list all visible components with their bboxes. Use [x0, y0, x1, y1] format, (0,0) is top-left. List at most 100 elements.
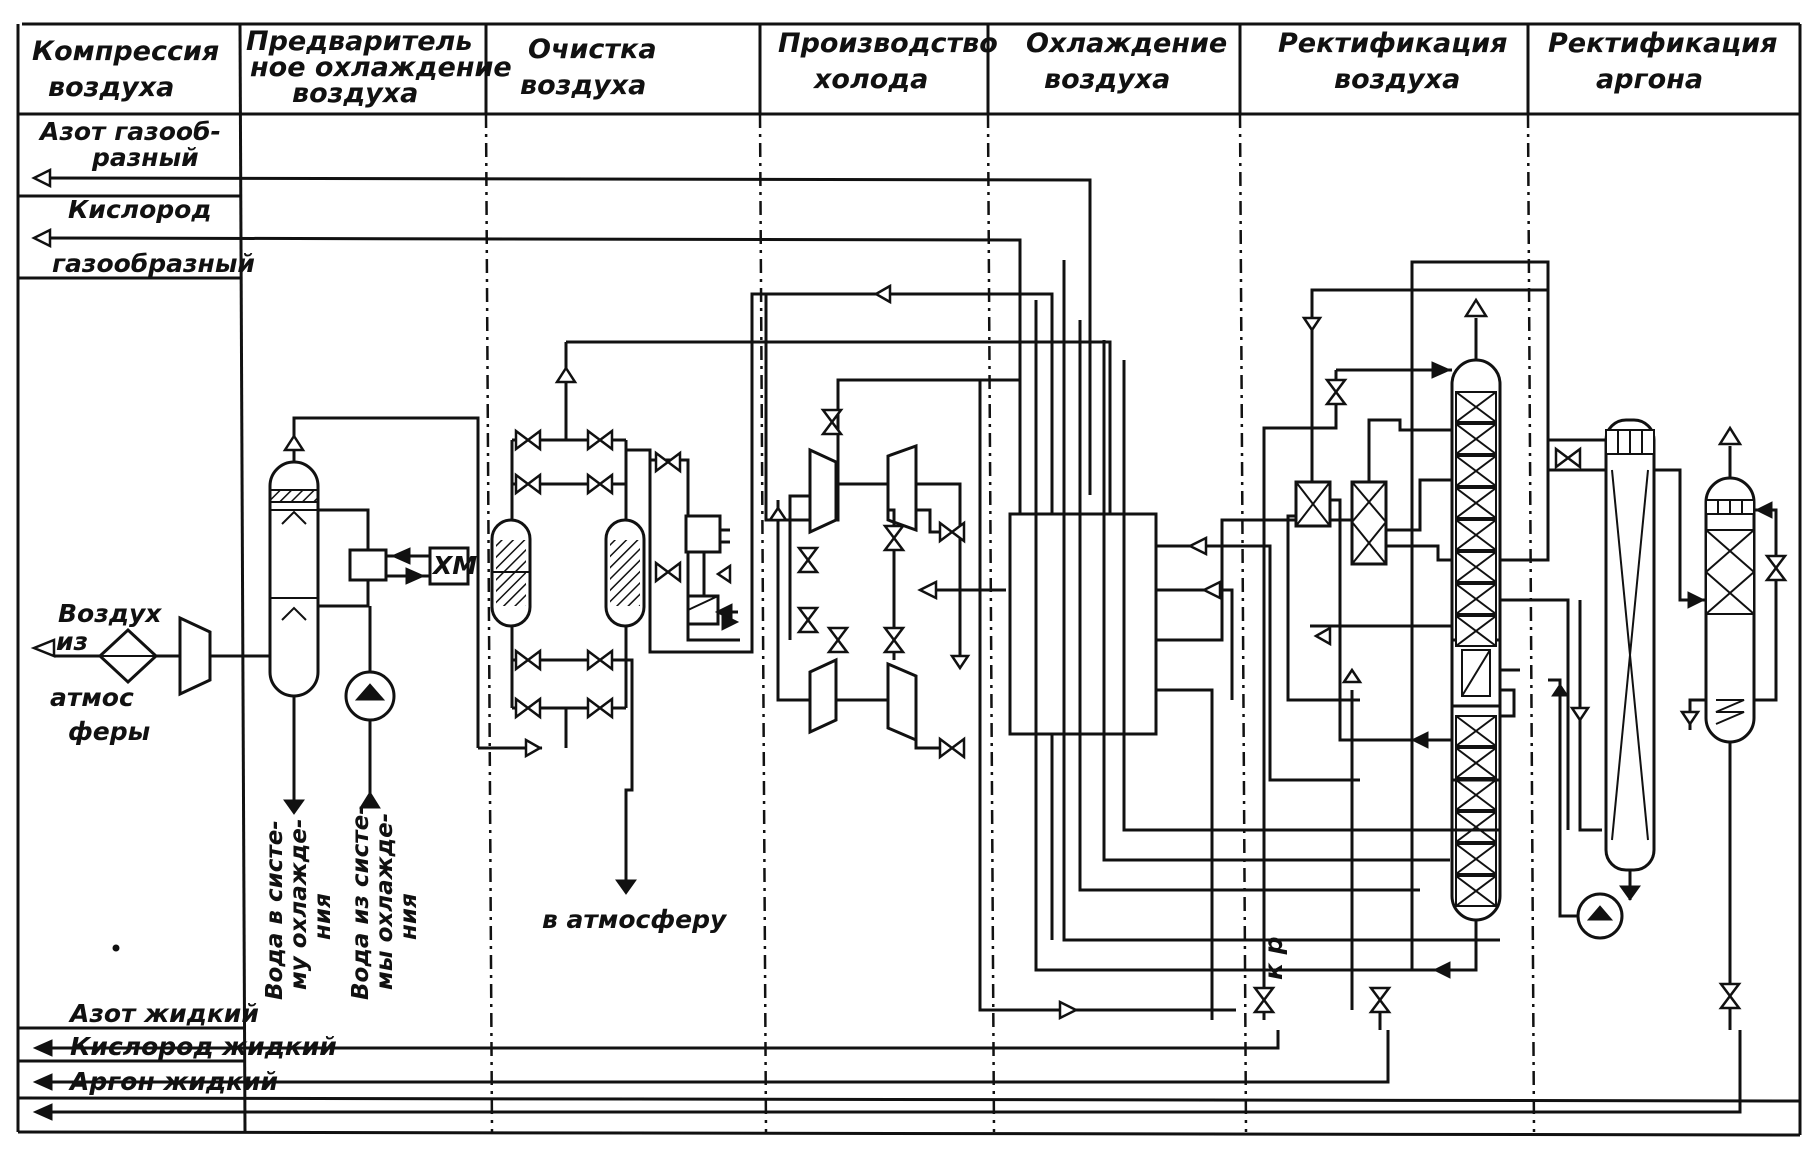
- label-water-to-cooling-line-1: Вода в систе-: [262, 820, 288, 1000]
- valve-horizontal-8: [654, 450, 682, 474]
- valve-vertical-6: [1324, 378, 1348, 406]
- water-cooler: [348, 548, 388, 582]
- adsorber-2: [604, 518, 646, 628]
- subcooler-1: [1294, 480, 1332, 528]
- label-marker: к р: [1259, 936, 1288, 980]
- header-compression: Компрессия воздуха: [32, 36, 229, 103]
- compression-equipment: Воздух из атмос феры: [30, 599, 270, 746]
- label-water-to-cooling: Вода в систе- му охлажде- ния: [262, 811, 336, 1000]
- turbo-expander-2: [886, 443, 918, 533]
- label-oxygen-gas-line-2: газообразный: [52, 249, 255, 278]
- purification-heater: [684, 514, 722, 626]
- packing-cell: [1455, 583, 1497, 615]
- header-air-rectification-line-2: воздуха: [1334, 64, 1460, 95]
- valve-vertical-8: [1368, 986, 1392, 1014]
- header-argon-rectification-line-1: Ректификация: [1548, 28, 1778, 59]
- air-inlet-arrow: [30, 638, 56, 658]
- product-lines: [31, 167, 1742, 1121]
- valve-vertical-1: [796, 546, 820, 574]
- valve-horizontal-2: [514, 472, 542, 496]
- header-purification-line-2: воздуха: [520, 70, 646, 101]
- label-air-inlet-3: атмос: [50, 683, 134, 712]
- packing-cell: [1455, 875, 1497, 907]
- air-filter: [97, 627, 159, 685]
- header-precooling: Предваритель ное охлаждение воздуха: [246, 26, 521, 109]
- crude-argon-column: [1604, 418, 1656, 872]
- header-precooling-line-1: Предваритель: [246, 26, 472, 57]
- valve-horizontal-1: [586, 428, 614, 452]
- turbo-expander-3: [808, 657, 838, 735]
- header-purification: Очистка воздуха: [520, 34, 666, 101]
- label-nitrogen-gas: Азот газооб- разный: [38, 117, 230, 172]
- packing-cell: [1455, 519, 1497, 551]
- label-air-inlet-1: Воздух: [58, 599, 162, 628]
- valve-horizontal-7: [586, 696, 614, 720]
- label-water-to-cooling-line-2: му охлажде-: [286, 819, 312, 990]
- valve-horizontal-9: [654, 560, 682, 584]
- valves: [514, 378, 1788, 1014]
- packing-cell: [1455, 747, 1497, 779]
- diagram-frame: [16, 22, 1802, 1137]
- label-oxygen-gas-line-1: Кислород: [68, 195, 212, 224]
- section-dividers: [484, 113, 1536, 1133]
- header-cooling-line-2: воздуха: [1044, 64, 1170, 95]
- valve-horizontal-11: [938, 736, 966, 760]
- header-compression-line-1: Компрессия: [32, 36, 219, 67]
- valve-vertical-4: [882, 524, 906, 552]
- valve-horizontal-6: [514, 696, 542, 720]
- main-heat-exchanger: [1008, 512, 1380, 1020]
- header-argon-rectification: Ректификация аргона: [1548, 28, 1787, 95]
- valve-horizontal-3: [586, 472, 614, 496]
- water-pump: [344, 670, 396, 722]
- packing-cell: [1455, 423, 1497, 455]
- label-air-inlet-2: из: [56, 627, 88, 656]
- label-water-from-cooling-line-1: Вода из систе-: [348, 805, 374, 1000]
- section-headers: Компрессия воздуха Предваритель ное охла…: [32, 26, 1787, 109]
- argon-pump: [1576, 892, 1624, 940]
- column-packing-lower: [1455, 715, 1497, 907]
- turbo-expander-4: [886, 661, 918, 743]
- cooling-tower: [268, 460, 320, 698]
- valve-horizontal-12: [1554, 446, 1582, 470]
- label-to-atmosphere: в атмосферу: [542, 905, 728, 934]
- column-packing-upper: [1455, 391, 1497, 647]
- valve-horizontal-10: [938, 520, 966, 544]
- label-water-from-cooling-line-3: ния: [396, 893, 422, 940]
- label-water-from-cooling: Вода из систе- мы охлажде- ния: [348, 797, 422, 1000]
- label-air-inlet-4: феры: [68, 717, 150, 746]
- precooling-equipment: ХМ Вода в систе- му охлажде- ния Вода из…: [262, 416, 480, 1000]
- argon-rectification-equipment: [1548, 418, 1778, 1030]
- packing-cell: [1455, 487, 1497, 519]
- air-compressor: [178, 615, 212, 697]
- valve-vertical-2: [796, 606, 820, 634]
- packing-cell: [1455, 779, 1497, 811]
- header-air-rectification-line-1: Ректификация: [1278, 28, 1508, 59]
- valve-vertical-5: [882, 626, 906, 654]
- label-water-to-cooling-line-3: ния: [310, 893, 336, 940]
- label-water-from-cooling-line-2: мы охлажде-: [372, 813, 398, 990]
- header-cooling-line-1: Охлаждение: [1026, 28, 1227, 59]
- packing-cell: [1455, 615, 1497, 647]
- label-nitrogen-gas-line-1: Азот газооб-: [38, 117, 221, 146]
- packing-cell: [1455, 455, 1497, 487]
- stray-dot: [112, 944, 120, 952]
- header-refrigeration: Производство холода: [778, 28, 1007, 95]
- header-cooling: Охлаждение воздуха: [1026, 28, 1237, 95]
- valve-vertical-7: [1252, 986, 1276, 1014]
- valve-vertical-9: [1764, 554, 1788, 582]
- subcooler-2: [1350, 480, 1388, 566]
- refrigerator-box: [428, 546, 470, 586]
- header-refrigeration-line-2: холода: [812, 64, 928, 95]
- refrigeration-equipment: [764, 283, 1022, 750]
- label-nitrogen-liquid: Азот жидкий: [68, 999, 259, 1028]
- valve-horizontal-0: [514, 428, 542, 452]
- valve-vertical-3: [826, 626, 850, 654]
- packing-cell: [1455, 811, 1497, 843]
- adsorber-1: [490, 518, 532, 628]
- header-air-rectification: Ректификация воздуха: [1278, 28, 1517, 95]
- valve-horizontal-4: [514, 648, 542, 672]
- header-purification-line-1: Очистка: [528, 34, 657, 65]
- header-refrigeration-line-1: Производство: [778, 28, 998, 59]
